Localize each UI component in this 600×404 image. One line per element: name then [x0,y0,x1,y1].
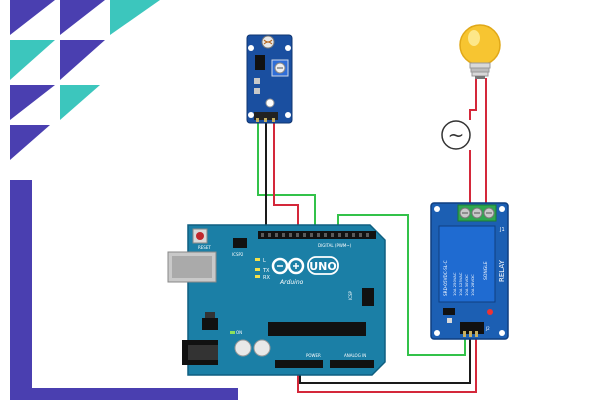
analog-label: ANALOG IN [344,353,366,358]
arduino-brand-label: Arduino [279,279,304,286]
deco-triangle [60,85,100,120]
relay-rating-2: 10A 125VAC [458,272,463,296]
deco-triangle [10,125,50,160]
light-bulb-icon [459,24,501,79]
deco-triangle [10,0,55,35]
power-label: POWER [306,353,321,358]
capacitor [234,339,252,357]
digital-header-pins [261,233,369,237]
wires [257,78,487,393]
relay-rating-4: 10A 28VDC [470,274,475,296]
relay-coil-body [438,225,496,303]
icsp-header [362,288,374,306]
uno-badge [307,256,339,275]
deco-triangle [110,0,160,35]
wire-bulb-ac [469,78,477,120]
wire-sensor-signal [257,120,316,236]
power-header [275,360,323,368]
reset-label: RESET [198,245,211,250]
arduino-logo-icon [271,257,305,275]
deco-triangle [10,40,55,80]
relay-rating-1: 10A 250VAC [452,272,457,296]
microcontroller-chip [268,322,366,336]
rx-led-label: RX [263,275,270,281]
wire-relay-signal [337,214,466,356]
relay-title: RELAY [498,259,506,282]
ac-symbol: ~ [448,123,465,147]
deco-triangle [60,40,105,80]
deco-triangle [10,85,55,120]
icsp2-label: ICSP2 [232,252,244,257]
ac-source-icon: ~ [441,120,471,150]
digital-label: DIGITAL (PWM~) [318,243,352,248]
wire-relay-gnd [299,335,471,384]
relay-module: J1 SRD-05VDC-SL-C 10A 250VAC 10A 125VAC … [430,202,509,340]
relay-rating-3: 10A 30VDC [464,274,469,296]
icsp-label: ICSP [348,290,353,300]
l-led-label: L [263,258,266,264]
uno-label: UNO [309,260,337,273]
deco-triangle [60,0,105,35]
on-led-label: ON [236,330,242,335]
relay-j1-label: J1 [499,227,505,233]
ldr-sensor-icon [246,34,293,124]
tx-led-label: TX [262,268,270,274]
relay-model-label: SRD-05VDC-SL-C [443,260,448,296]
analog-header [330,360,374,368]
wire-relay-vcc [470,335,477,393]
icsp2-header [233,238,247,248]
relay-j2-label: J2 [485,326,490,331]
relay-brand-label: SONGLE [483,261,489,280]
wire-sensor-vcc [273,120,470,393]
capacitor [253,339,271,357]
arduino-board: RESET ICSP2 L TX RX DIGITAL (PWM~) [167,224,386,376]
decorative-triangles [0,0,170,160]
frame-corner [10,180,238,400]
